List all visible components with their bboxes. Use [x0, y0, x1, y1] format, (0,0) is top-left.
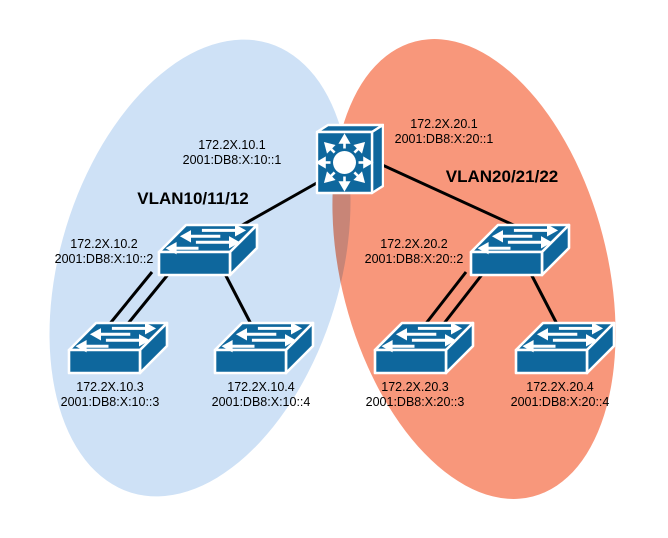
access-switch-10-4-ipv6: 2001:DB8:X:10::4 — [211, 395, 311, 409]
dist-switch-vlan10-ipv4: 172.2X.10.2 — [70, 237, 138, 251]
access-switch-20-4-icon — [513, 320, 617, 376]
link-dist10-access104 — [222, 271, 254, 327]
access-switch-10-3-ipv6: 2001:DB8:X:10::3 — [60, 395, 160, 409]
access-switch-20-4-address-label: 172.2X.20.4 2001:DB8:X:20::4 — [511, 380, 610, 410]
access-switch-20-3-address-label: 172.2X.20.3 2001:DB8:X:20::3 — [366, 380, 465, 410]
access-switch-10-3-address-label: 172.2X.10.3 2001:DB8:X:10::3 — [61, 380, 160, 410]
dist-switch-vlan20-icon — [468, 222, 572, 278]
access-switch-20-3-ipv4: 172.2X.20.3 — [381, 380, 449, 394]
router-vlan20-ipv4: 172.2X.20.1 — [410, 117, 478, 131]
access-switch-10-4-address-label: 172.2X.10.4 2001:DB8:X:10::4 — [212, 380, 311, 410]
access-switch-10-3-icon — [66, 320, 170, 376]
link-dist20-access203-b — [440, 271, 486, 327]
access-switch-10-3-ipv4: 172.2X.10.3 — [76, 380, 144, 394]
link-router-dist-vlan20 — [377, 161, 521, 230]
access-switch-10-4-icon — [212, 320, 316, 376]
vlan20-zone-title: VLAN20/21/22 — [445, 167, 559, 186]
link-router-dist-vlan10 — [229, 178, 323, 234]
vlan10-zone-title: VLAN10/11/12 — [137, 189, 249, 208]
dist-switch-vlan20-address-label: 172.2X.20.2 2001:DB8:X:20::2 — [365, 237, 464, 267]
router-vlan10-ipv6: 2001:DB8:X:10::1 — [182, 153, 282, 167]
access-switch-20-3-icon — [372, 320, 476, 376]
link-dist10-access103-b — [124, 271, 172, 327]
router-vlan10-address-label: 172.2X.10.1 2001:DB8:X:10::1 — [183, 138, 282, 168]
access-switch-10-4-ipv4: 172.2X.10.4 — [227, 380, 295, 394]
dist-switch-vlan10-icon — [156, 222, 260, 278]
dist-switch-vlan10-address-label: 172.2X.10.2 2001:DB8:X:10::2 — [55, 237, 154, 267]
dist-switch-vlan20-ipv6: 2001:DB8:X:20::2 — [364, 252, 464, 266]
link-dist10-access103-a — [106, 271, 154, 327]
core-router-icon — [314, 122, 384, 196]
link-dist20-access203-a — [422, 271, 468, 327]
dist-switch-vlan20-ipv4: 172.2X.20.2 — [380, 237, 448, 251]
link-dist20-access204 — [528, 271, 560, 327]
router-vlan20-address-label: 172.2X.20.1 2001:DB8:X:20::1 — [395, 117, 494, 147]
dist-switch-vlan10-ipv6: 2001:DB8:X:10::2 — [54, 252, 154, 266]
access-switch-20-3-ipv6: 2001:DB8:X:20::3 — [365, 395, 465, 409]
access-switch-20-4-ipv6: 2001:DB8:X:20::4 — [510, 395, 610, 409]
router-vlan20-ipv6: 2001:DB8:X:20::1 — [394, 132, 494, 146]
router-vlan10-ipv4: 172.2X.10.1 — [198, 138, 266, 152]
access-switch-20-4-ipv4: 172.2X.20.4 — [526, 380, 594, 394]
